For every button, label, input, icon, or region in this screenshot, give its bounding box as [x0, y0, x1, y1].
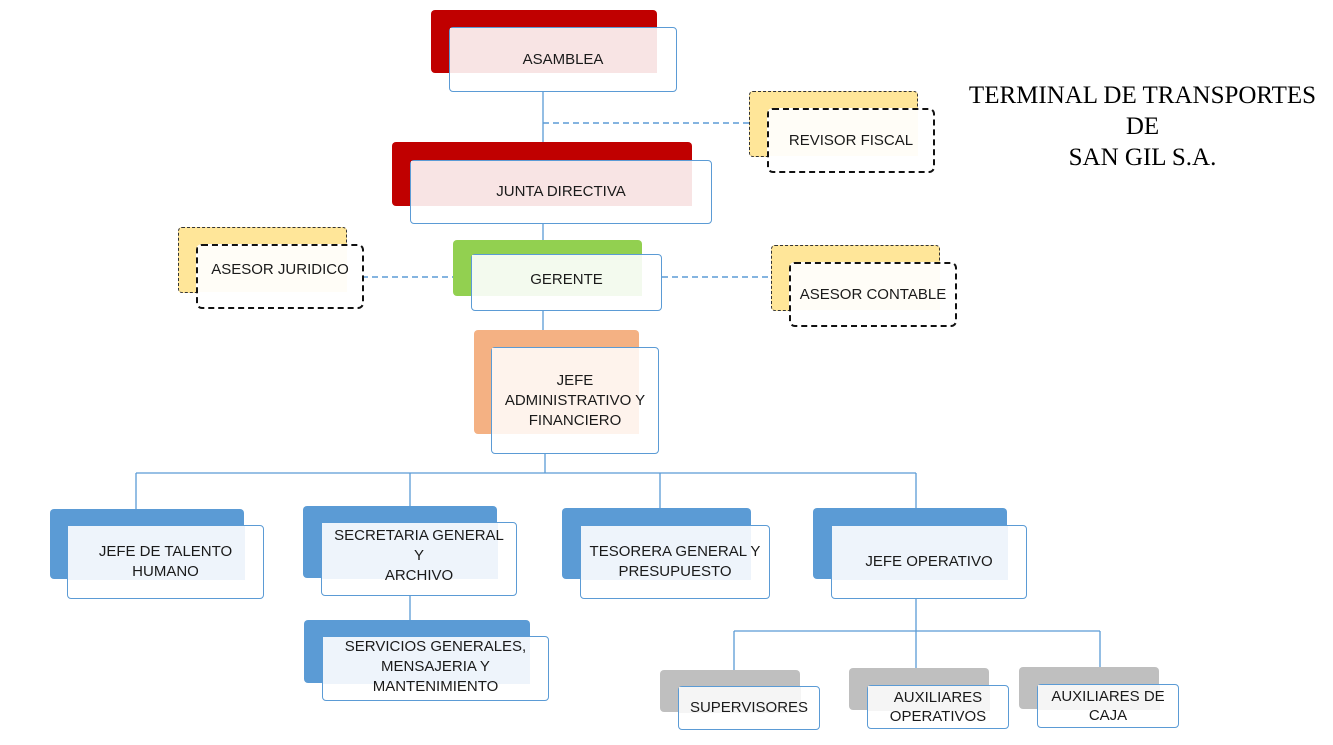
title-line-3: SAN GIL S.A.	[1068, 144, 1217, 171]
node-front: SECRETARIA GENERAL Y ARCHIVO	[321, 522, 517, 596]
node-tint	[492, 348, 639, 434]
node-tint	[322, 523, 498, 579]
node-label: SUPERVISORES	[689, 699, 809, 716]
node-label: JEFE ADMINISTRATIVO Y FINANCIERO	[504, 371, 646, 429]
node-label: JEFE OPERATIVO	[865, 553, 993, 570]
node-tint	[769, 110, 918, 156]
node-front: JEFE ADMINISTRATIVO Y FINANCIERO	[491, 347, 659, 454]
node-label: ASESOR JURIDICO	[211, 260, 349, 278]
node-front: SERVICIOS GENERALES, MENSAJERIA Y MANTEN…	[322, 636, 549, 701]
node-front: ASESOR CONTABLE	[789, 262, 957, 327]
node-front: TESORERA GENERAL Y PRESUPUESTO	[580, 525, 770, 599]
node-label: GERENTE	[530, 270, 603, 288]
node-tint	[868, 686, 990, 711]
node-front: SUPERVISORES	[678, 686, 820, 730]
node-front: JEFE DE TALENTO HUMANO	[67, 525, 264, 599]
node-front: GERENTE	[471, 254, 662, 311]
node-label: ASESOR CONTABLE	[799, 285, 947, 303]
node-tint	[791, 264, 940, 310]
node-tint	[68, 526, 245, 580]
node-tint	[472, 255, 642, 296]
node-front: JEFE OPERATIVO	[831, 525, 1027, 599]
title-line-2: DE	[1125, 113, 1160, 140]
node-front: ASAMBLEA	[449, 27, 677, 92]
node-front: ASESOR JURIDICO	[196, 244, 364, 309]
node-tint	[198, 246, 347, 292]
chart-title: TERMINAL DE TRANSPORTES DE SAN GIL S.A.	[960, 80, 1325, 173]
node-front: AUXILIARES DE CAJA	[1037, 684, 1179, 728]
node-tint	[450, 28, 657, 73]
node-tint	[411, 161, 692, 206]
node-label: REVISOR FISCAL	[788, 131, 914, 149]
node-label: TESORERA GENERAL Y PRESUPUESTO	[589, 543, 761, 580]
node-label: AUXILIARES DE CAJA	[1051, 688, 1165, 724]
node-tint	[679, 687, 801, 713]
node-label: JEFE DE TALENTO HUMANO	[98, 543, 233, 580]
node-tint	[581, 526, 751, 580]
node-label: JUNTA DIRECTIVA	[496, 183, 626, 200]
node-front: REVISOR FISCAL	[767, 108, 935, 173]
node-front: JUNTA DIRECTIVA	[410, 160, 712, 224]
node-label: ASAMBLEA	[522, 50, 604, 68]
node-label: SERVICIOS GENERALES, MENSAJERIA Y MANTEN…	[344, 637, 527, 695]
node-front: AUXILIARES OPERATIVOS	[867, 685, 1009, 729]
node-tint	[323, 637, 530, 684]
node-label: AUXILIARES OPERATIVOS	[889, 689, 987, 725]
node-label: SECRETARIA GENERAL Y ARCHIVO	[334, 527, 504, 584]
node-tint	[1038, 685, 1160, 710]
title-line-1: TERMINAL DE TRANSPORTES	[968, 82, 1317, 109]
node-tint	[832, 526, 1008, 580]
